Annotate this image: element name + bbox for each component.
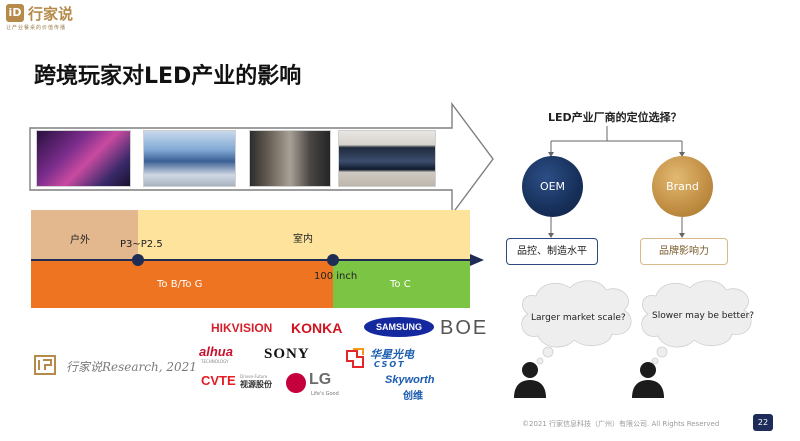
tob-label: To B/To G [157, 279, 203, 290]
research-credit: 行家说Research, 2021 [66, 360, 197, 374]
brand-capability-box: 品牌影响力 [640, 238, 728, 265]
bubble-left-text: Larger market scale? [531, 313, 626, 323]
tob-segment [31, 260, 333, 308]
cvte-chinese-name: 视源股份 [240, 380, 272, 389]
sony-logo: SONY [264, 346, 310, 362]
positioning-question: LED产业厂商的定位选择？ [548, 111, 682, 124]
lg-logo: LG [309, 371, 332, 388]
home-led-tv-photo [338, 130, 436, 187]
logo-icon: iD [6, 4, 24, 22]
samsung-logo: SAMSUNG [364, 317, 434, 337]
oem-capability-box: 品控、制造水平 [506, 238, 598, 265]
research-logo-icon [34, 355, 56, 375]
dahua-logo: alhua [199, 344, 233, 359]
copyright-text: ©2021 行家信息科技（广州）有限公司. All Rights Reserve… [522, 420, 720, 428]
indoor-segment [138, 210, 470, 260]
skyworth-logo: Skyworth [385, 374, 435, 386]
person-icon [514, 362, 546, 398]
bubble-right-text: Slower may be better? [652, 311, 755, 321]
hikvision-logo: HIKVISION [211, 321, 273, 335]
control-room-video-wall-photo [143, 130, 236, 187]
pitch-label: P3~P2.5 [120, 239, 163, 250]
csot-mark-icon [346, 348, 364, 368]
csot-english-logo: CSOT [374, 360, 406, 369]
dahua-subtitle: TECHNOLOGY [201, 359, 229, 364]
size-threshold-label: 100 inch [314, 271, 358, 282]
csot-chinese-logo: 华星光电 [370, 348, 414, 361]
brand-tagline: 让产业餐桌的价值传播 [6, 25, 67, 31]
outdoor-led-screen-photo [36, 130, 131, 187]
page-title: 跨境玩家对LED产业的影响 [34, 64, 302, 89]
brand-node: Brand [652, 156, 713, 217]
skyworth-chinese-logo: 创维 [403, 391, 423, 402]
oem-node: OEM [522, 156, 583, 217]
samsung-wordmark: SAMSUNG [375, 322, 422, 332]
toc-label: To C [390, 279, 411, 290]
lg-face-icon [286, 373, 306, 393]
brand-name: 行家说 [28, 5, 74, 23]
page-number: 22 [753, 414, 773, 431]
cvte-slogan: Driven·Future [240, 374, 268, 379]
outdoor-label: 户外 [70, 235, 90, 246]
indoor-corridor-display-photo [249, 130, 331, 187]
person-icon [632, 362, 664, 398]
boe-logo: BOE [440, 317, 489, 339]
toc-segment [333, 260, 470, 308]
cvte-logo: CVTE [201, 373, 236, 388]
outdoor-segment [31, 210, 138, 260]
indoor-label: 室内 [293, 234, 313, 245]
konka-logo: KONKA [291, 320, 343, 336]
lg-slogan: Life's Good [311, 391, 339, 397]
